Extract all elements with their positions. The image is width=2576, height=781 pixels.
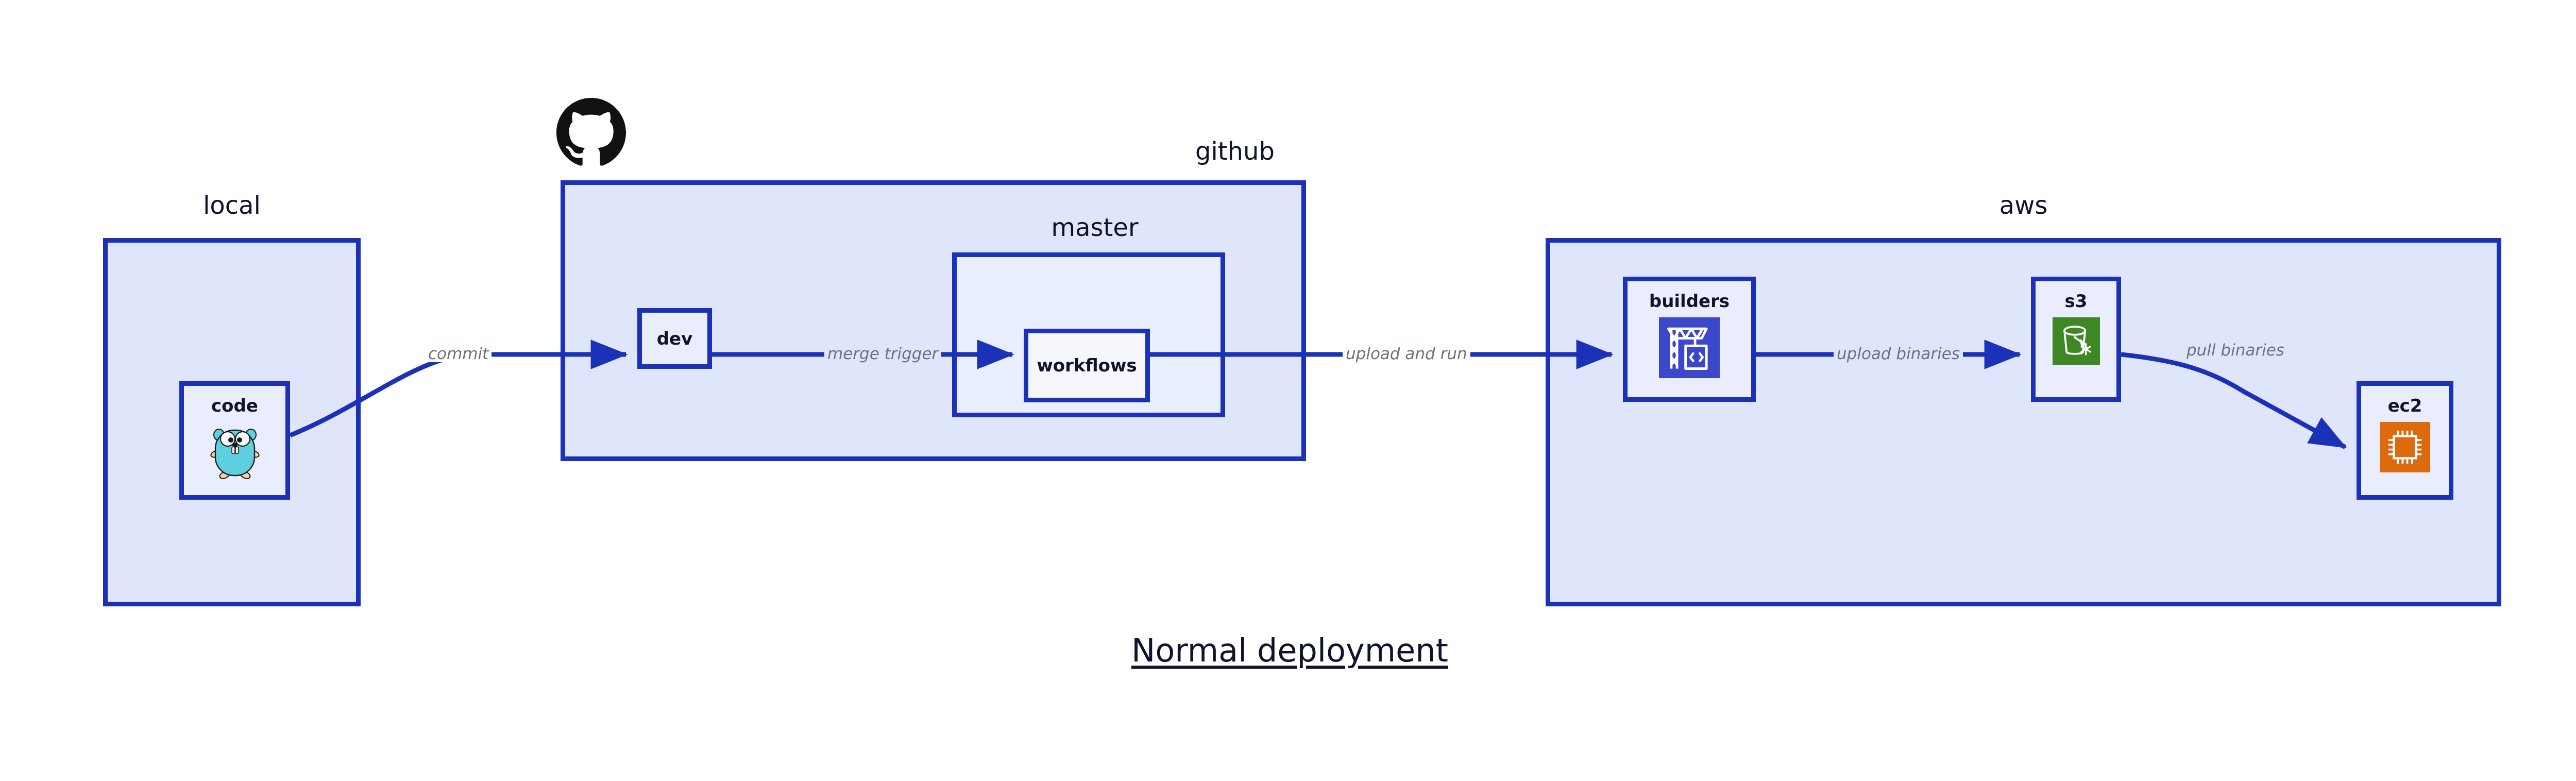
node-label-builders: builders [1649, 291, 1730, 312]
node-code[interactable]: code [179, 381, 290, 500]
container-label-github: github [1195, 137, 1275, 166]
node-ec2[interactable]: ec2 [2357, 381, 2453, 500]
node-label-dev: dev [656, 329, 693, 349]
edge-label-upload-binaries: upload binaries [1834, 346, 1963, 362]
node-label-workflows: workflows [1037, 355, 1137, 376]
aws-s3-bucket-icon [2052, 317, 2100, 365]
github-octocat-icon [556, 98, 626, 167]
diagram-title: Normal deployment [1131, 632, 1448, 669]
node-workflows[interactable]: workflows [1024, 329, 1150, 402]
node-label-code: code [211, 396, 258, 416]
container-label-aws: aws [1999, 191, 2048, 220]
node-dev[interactable]: dev [637, 308, 712, 369]
edge-label-commit: commit [425, 346, 492, 362]
aws-codebuild-icon [1659, 317, 1720, 378]
go-gopher-icon [208, 422, 262, 480]
node-label-ec2: ec2 [2387, 396, 2422, 416]
edge-label-pull-binaries: pull binaries [2183, 343, 2287, 359]
container-label-local: local [203, 191, 261, 220]
container-label-master: master [1051, 213, 1139, 242]
aws-ec2-chip-icon [2380, 422, 2430, 472]
node-s3[interactable]: s3 [2031, 277, 2121, 402]
node-builders[interactable]: builders [1623, 277, 1756, 402]
edge-label-upload-and-run: upload and run [1343, 346, 1470, 362]
node-label-s3: s3 [2064, 291, 2088, 312]
edge-label-merge-trigger: merge trigger [824, 346, 942, 362]
